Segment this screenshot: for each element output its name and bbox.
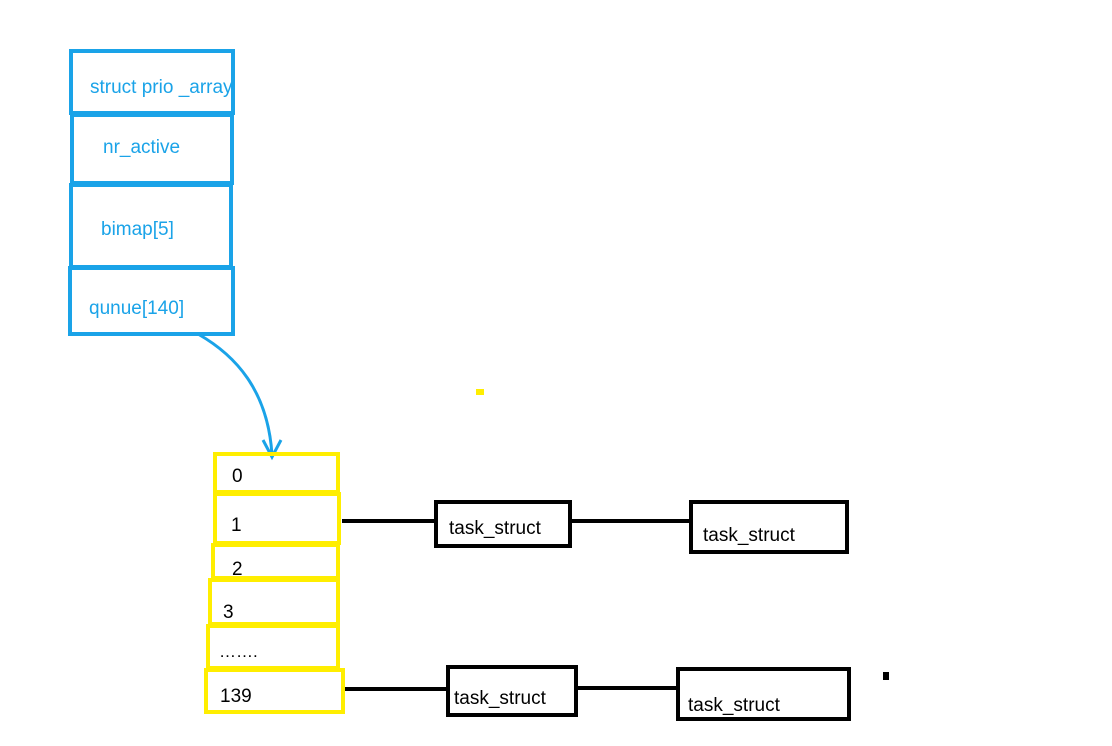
slot-label-139: 139 [220,686,252,707]
task-label-row1-second: task_struct [703,525,795,546]
slot-label-1: 1 [231,515,242,536]
queue-slot-ellipsis: ……. [206,624,340,670]
struct-title-box: struct prio _array [69,49,235,115]
queue-slot-1: 1 [213,492,341,545]
slot-label-ellipsis: ……. [219,642,258,661]
qunue-to-queue-arrow [197,332,274,456]
yellow-dot [476,389,484,395]
field-label-bimap: bimap[5] [101,219,174,240]
qunue-arrow-head [261,439,283,461]
field-label-nr-active: nr_active [103,137,181,158]
black-dot [883,672,889,680]
struct-field-nr-active: nr_active [70,113,234,185]
slot-label-2: 2 [232,559,243,580]
task-label-row139-second: task_struct [688,695,780,716]
queue-slot-0: 0 [213,452,340,494]
task-struct-row139-second: task_struct [676,667,851,721]
task-struct-row1-first: task_struct [434,500,572,548]
task-struct-row1-second: task_struct [689,500,849,554]
task-label-row1-first: task_struct [449,518,541,539]
queue-slot-139: 139 [204,668,345,714]
slot-label-0: 0 [232,466,243,487]
struct-title-label: struct prio _array [90,77,233,98]
slot-label-3: 3 [223,602,234,623]
struct-field-bimap: bimap[5] [69,183,233,269]
field-label-qunue: qunue[140] [89,298,185,319]
task-struct-row139-first: task_struct [446,665,578,717]
task-label-row139-first: task_struct [454,688,546,709]
struct-field-qunue: qunue[140] [68,266,235,336]
queue-slot-2: 2 [211,543,340,580]
queue-slot-3: 3 [208,578,340,626]
